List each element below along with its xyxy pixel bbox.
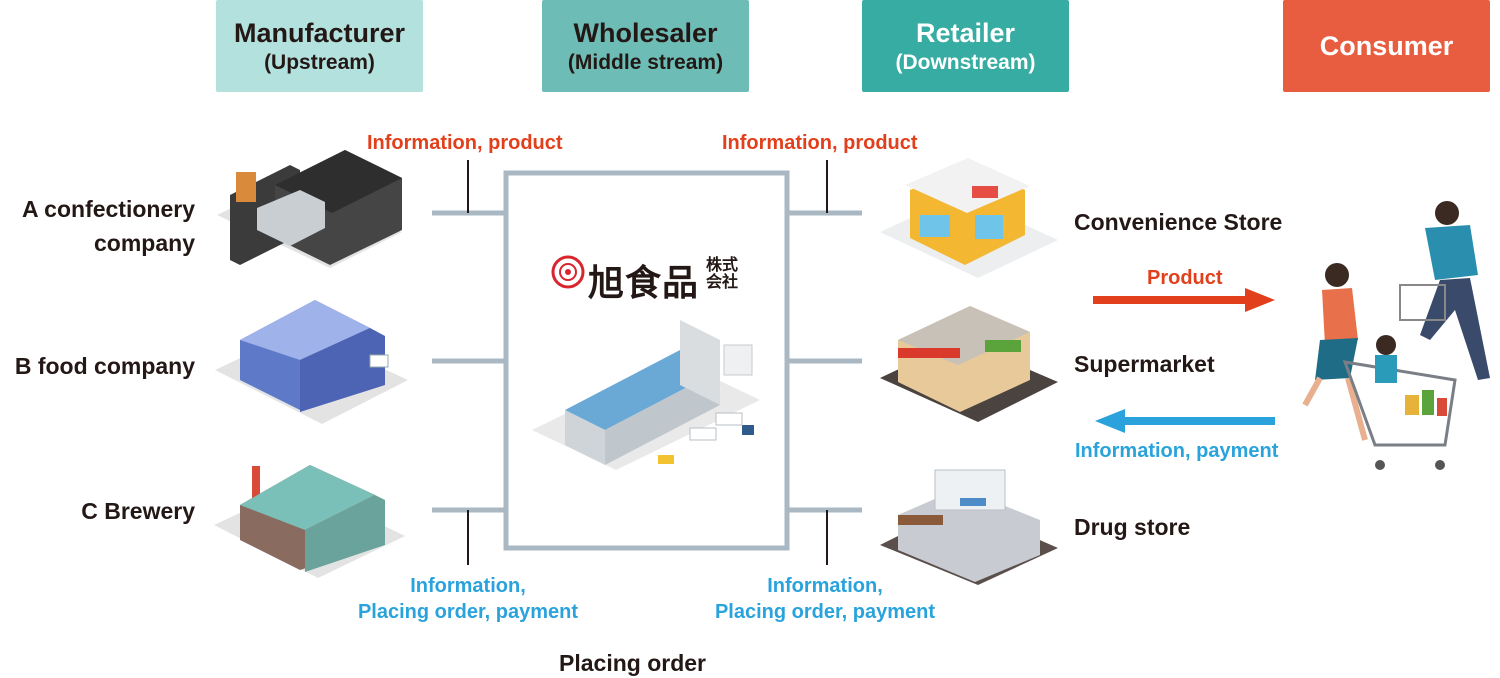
convenience-store-illustration (880, 158, 1058, 278)
wholesaler-logo-suffix: 株式 会社 (706, 256, 738, 290)
warehouse-illustration (532, 320, 760, 470)
manufacturer-a-label: A confectionery company (22, 192, 195, 260)
stage-manufacturer: Manufacturer (Upstream) (216, 0, 423, 92)
logo-suffix-top: 株式 (706, 255, 739, 274)
factory-b-illustration (215, 300, 408, 424)
stage-consumer: Consumer (1283, 0, 1490, 92)
wholesaler-logo-mark (551, 255, 585, 289)
manufacturer-c-label: C Brewery (81, 498, 195, 524)
flow-product-label: Product (1147, 267, 1223, 289)
manufacturer-a-line1: A confectionery (22, 196, 195, 222)
flow-info-order-left-line2: Placing order, payment (357, 601, 579, 623)
manufacturer-a-line2: company (94, 230, 195, 256)
stage-subtitle: (Middle stream) (567, 50, 724, 74)
supermarket-illustration (880, 306, 1058, 422)
flow-ticks (467, 160, 828, 565)
consumer-family-illustration (1302, 201, 1490, 470)
placing-order-label: Placing order (559, 650, 706, 676)
retailer-convenience-label: Convenience Store (1074, 209, 1283, 235)
stage-title: Consumer (1319, 30, 1454, 61)
wholesaler-logo-name: 旭食品 (588, 263, 700, 304)
factory-c-illustration (214, 465, 405, 578)
stage-subtitle: (Upstream) (264, 50, 375, 74)
stage-title: Manufacturer (233, 18, 406, 49)
manufacturer-b-label: B food company (14, 353, 195, 379)
stage-title: Wholesaler (573, 18, 718, 49)
connector-lines-left (432, 210, 506, 513)
flow-info-product-right: Information, product (722, 132, 918, 154)
stage-subtitle: (Downstream) (895, 50, 1036, 74)
flow-info-order-right-line1: Information, (767, 575, 883, 597)
retailer-drugstore-label: Drug store (1074, 514, 1191, 540)
flow-info-payment-label: Information, payment (1075, 440, 1279, 462)
factory-a-illustration (217, 150, 402, 268)
product-arrow (1093, 288, 1275, 312)
connector-lines-right (787, 210, 862, 513)
flow-info-order-left: Information, Placing order, payment (340, 573, 596, 625)
stage-wholesaler: Wholesaler (Middle stream) (542, 0, 749, 92)
stage-title: Retailer (915, 18, 1016, 49)
drugstore-illustration (880, 469, 1058, 585)
logo-suffix-bottom: 会社 (706, 272, 739, 291)
flow-info-order-right-line2: Placing order, payment (714, 601, 936, 623)
stage-retailer: Retailer (Downstream) (862, 0, 1069, 92)
payment-arrow (1095, 409, 1275, 433)
retailer-supermarket-label: Supermarket (1074, 351, 1215, 377)
flow-info-order-left-line1: Information, (410, 575, 526, 597)
flow-info-product-left: Information, product (367, 132, 563, 154)
flow-info-order-right: Information, Placing order, payment (697, 573, 953, 625)
